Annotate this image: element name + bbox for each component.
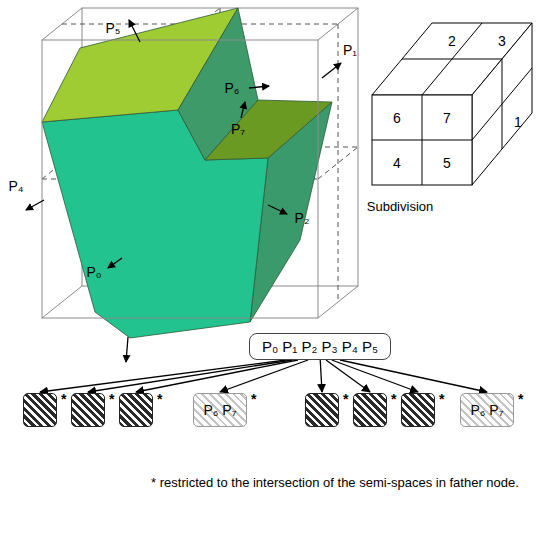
cell-number: 1 — [514, 114, 522, 130]
bounding-cube-front — [42, 40, 318, 318]
tree-arrow — [340, 360, 487, 392]
asterisk-mark: * — [518, 391, 523, 407]
tree-arrow — [136, 360, 298, 392]
asterisk-mark: * — [439, 391, 444, 407]
empty-child-node: * — [353, 393, 387, 427]
asterisk-mark: * — [157, 391, 162, 407]
plane-label: P₄ — [8, 178, 23, 194]
plane-label: P₆ — [225, 80, 240, 96]
child-node: P₆ P₇* — [193, 393, 247, 427]
tree-arrow — [332, 360, 418, 392]
asterisk-mark: * — [343, 391, 348, 407]
cell-number: 7 — [443, 110, 451, 126]
empty-child-node: * — [305, 393, 339, 427]
node-text: P₆ P₇ — [203, 402, 236, 418]
caption-label: Subdivision — [367, 199, 434, 215]
asterisk-mark: * — [61, 391, 66, 407]
tree-arrow — [320, 360, 322, 392]
polyhedron — [42, 8, 332, 338]
tree-arrow — [88, 360, 292, 392]
asterisk-mark: * — [251, 391, 256, 407]
normal-arrows — [26, 20, 341, 362]
plane-label: P₇ — [231, 121, 245, 137]
node-text: P₆ P₇ — [470, 402, 503, 418]
tree-arrow — [220, 360, 308, 392]
plane-label: P₀ — [86, 264, 101, 280]
node-text: P₀ P₁ P₂ P₃ P₄ P₅ — [262, 338, 378, 355]
root-node: P₀ P₁ P₂ P₃ P₄ P₅ — [249, 333, 391, 360]
subdivision-cube — [372, 23, 532, 185]
plane-label: P₂ — [295, 210, 310, 226]
plane-label: P₁ — [343, 42, 357, 58]
footnote: * restricted to the intersection of the … — [151, 475, 519, 491]
empty-child-node: * — [119, 393, 153, 427]
cell-number: 3 — [498, 33, 506, 49]
asterisk-mark: * — [109, 391, 114, 407]
empty-child-node: * — [401, 393, 435, 427]
cell-number: 4 — [393, 155, 401, 171]
plane-label: P₅ — [106, 20, 121, 36]
empty-child-node: * — [23, 393, 57, 427]
child-node: P₆ P₇* — [460, 393, 514, 427]
cell-number: 2 — [448, 33, 456, 49]
cell-number: 5 — [443, 155, 451, 171]
empty-child-node: * — [71, 393, 105, 427]
cell-number: 6 — [393, 110, 401, 126]
asterisk-mark: * — [391, 391, 396, 407]
